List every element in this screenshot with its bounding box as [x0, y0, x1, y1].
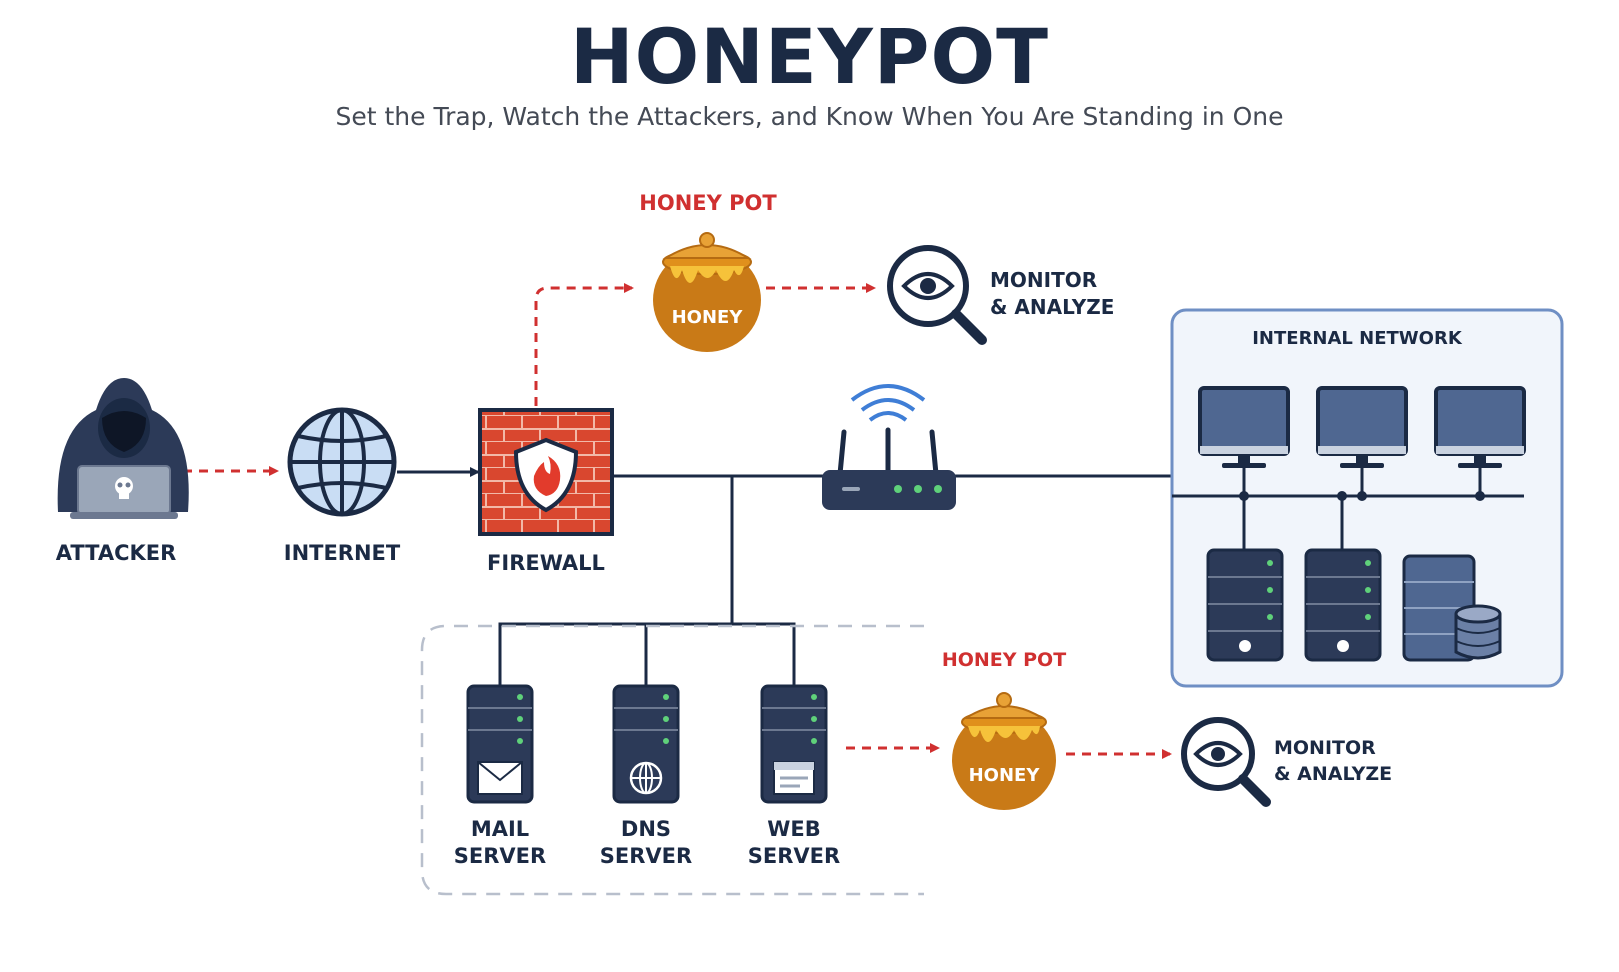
server-icon	[760, 684, 828, 804]
page-subtitle: Set the Trap, Watch the Attackers, and K…	[335, 102, 1284, 131]
server-icon	[612, 684, 680, 804]
dns-server-label-line1: DNS	[621, 817, 671, 841]
server-icon	[1206, 548, 1284, 662]
monitor-icon	[1316, 386, 1408, 501]
globe-icon	[287, 407, 397, 517]
honeypot-top-jar-label: HONEY	[672, 307, 744, 328]
web-server-label-line1: WEB	[767, 817, 821, 841]
database-icon	[1402, 554, 1502, 662]
monitor-bottom-label-line1: MONITOR	[1274, 737, 1376, 759]
monitor-top-label-line1: MONITOR	[990, 268, 1097, 292]
connections	[183, 283, 1172, 759]
dmz-boundary	[420, 624, 924, 896]
internet-label: INTERNET	[284, 541, 401, 565]
web-icon	[773, 761, 815, 795]
monitor-icon	[1434, 386, 1526, 501]
monitor-bottom-label-line2: & ANALYZE	[1274, 763, 1392, 785]
server-icon	[466, 684, 534, 804]
internal-network-label: INTERNAL NETWORK	[1252, 328, 1463, 349]
magnifier-eye-icon	[887, 245, 987, 345]
honeypot-icon	[952, 692, 1056, 810]
magnifier-eye-icon	[1181, 717, 1271, 807]
dns-server-label-line2: SERVER	[600, 844, 692, 868]
dmz-bus-line	[498, 622, 796, 686]
honeypot-bottom-label: HONEY POT	[942, 649, 1066, 671]
honeypot-icon	[653, 232, 761, 352]
honeypot-bottom-jar-label: HONEY	[969, 765, 1041, 786]
server-icon	[1304, 548, 1382, 662]
page-title: HONEYPOT	[570, 12, 1049, 101]
mail-server-label-line2: SERVER	[454, 844, 546, 868]
attacker-label: ATTACKER	[56, 541, 177, 565]
globe-icon	[629, 761, 663, 795]
firewall-to-honeypot-arrow	[534, 283, 634, 406]
firewall-label: FIREWALL	[487, 551, 605, 575]
honeypot-top-label: HONEY POT	[639, 191, 777, 215]
hacker-icon	[57, 378, 189, 519]
mail-server-label-line1: MAIL	[471, 817, 529, 841]
mail-icon	[477, 761, 523, 795]
firewall-icon	[478, 408, 614, 536]
web-server-label-line2: SERVER	[748, 844, 840, 868]
router-icon	[822, 384, 956, 510]
monitor-top-label-line2: & ANALYZE	[990, 295, 1114, 319]
monitor-icon	[1198, 386, 1290, 501]
